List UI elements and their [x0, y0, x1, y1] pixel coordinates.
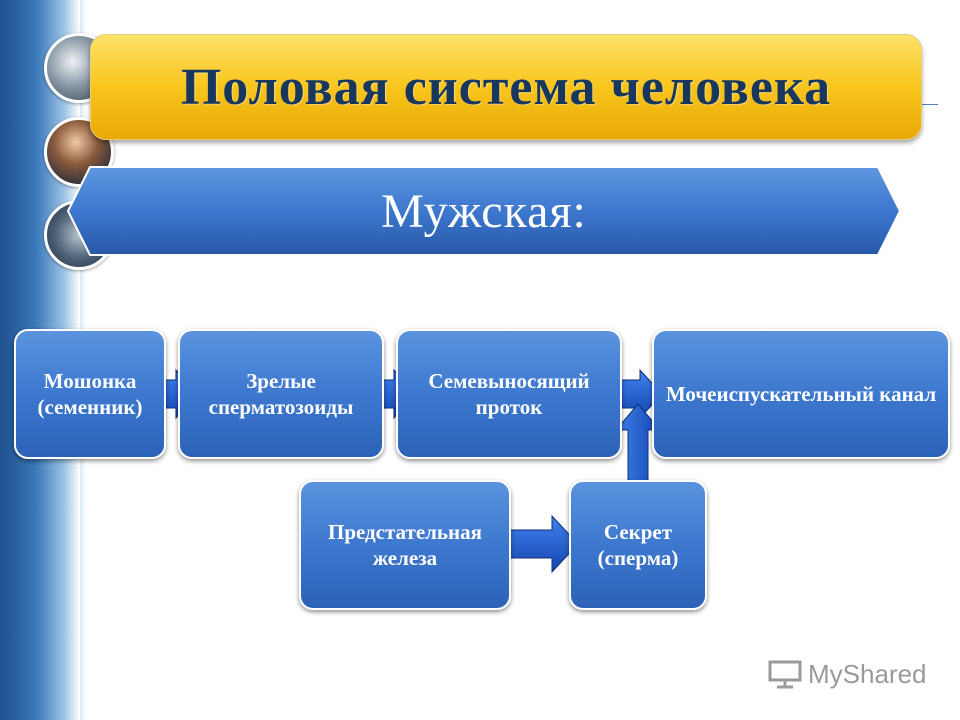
page-title: Половая система человека: [180, 58, 832, 116]
node-scrotum: Мошонка (семенник): [14, 329, 166, 459]
edge-prostate-secretion: [507, 514, 579, 574]
subtitle-band: Мужская:: [66, 164, 902, 258]
title-banner: Половая система человека: [90, 34, 922, 140]
subtitle: Мужская:: [381, 184, 587, 238]
node-sperm: Зрелые сперматозоиды: [178, 329, 384, 459]
node-urethra: Мочеиспускательный канал: [652, 329, 950, 459]
subtitle-band-shape: [66, 166, 902, 256]
node-prostate: Предстательная железа: [299, 480, 511, 610]
node-vas-deferens: Семевыносящий проток: [396, 329, 622, 459]
watermark: MyShared: [768, 654, 927, 694]
node-secretion: Секрет (сперма): [569, 480, 707, 610]
watermark-text: MyShared: [808, 658, 927, 689]
presentation-icon: [768, 660, 802, 689]
